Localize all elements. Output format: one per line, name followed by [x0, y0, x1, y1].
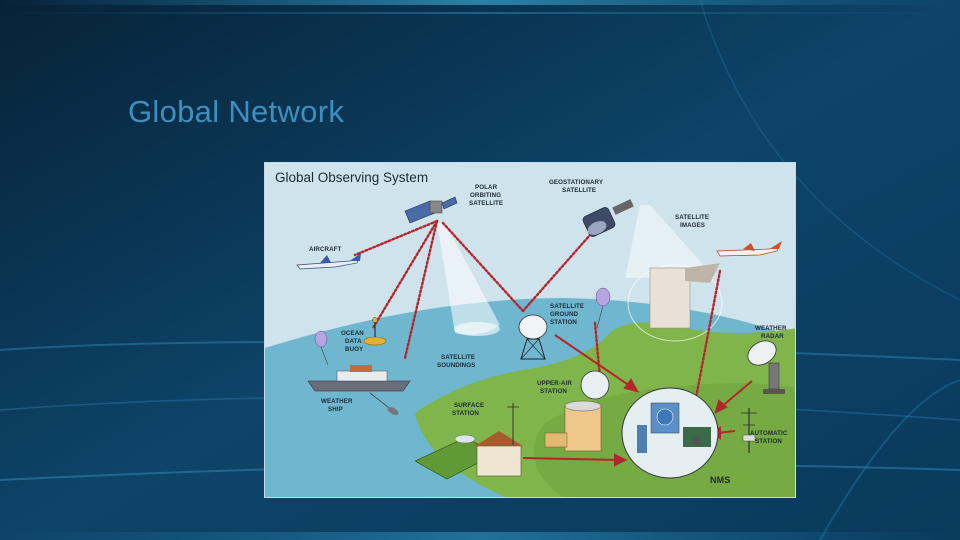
surface-station-icon — [414, 403, 523, 480]
label-satellite-soundings: SATELLITE SOUNDINGS — [437, 354, 475, 369]
label-satellite-images: SATELLITE IMAGES — [675, 214, 709, 229]
svg-text:STATION: STATION — [540, 388, 567, 395]
weather-ship-icon — [307, 365, 411, 415]
satellite-ground-station-icon — [518, 314, 548, 360]
label-surface-station: SURFACE STATION — [452, 402, 484, 417]
polar-satellite-icon — [404, 196, 458, 224]
figure-title: Global Observing System — [275, 170, 428, 185]
dotted-links — [353, 219, 722, 405]
svg-text:SATELLITE: SATELLITE — [562, 187, 596, 194]
slide-title: Global Network — [128, 94, 345, 129]
svg-text:ORBITING: ORBITING — [470, 192, 501, 199]
weather-radar-icon — [747, 340, 785, 394]
svg-text:IMAGES: IMAGES — [680, 222, 705, 229]
svg-text:GEOSTATIONARY: GEOSTATIONARY — [549, 179, 604, 186]
svg-text:SOUNDINGS: SOUNDINGS — [437, 362, 475, 369]
svg-text:STATION: STATION — [550, 319, 577, 326]
svg-text:SATELLITE: SATELLITE — [469, 200, 503, 207]
satellite-images-beam — [625, 205, 715, 278]
svg-text:BUOY: BUOY — [345, 346, 364, 353]
upper-air-balloon-icon — [595, 287, 611, 329]
label-upper-air-station: UPPER-AIR STATION — [537, 380, 572, 395]
cloud-image — [649, 267, 691, 329]
svg-text:STATION: STATION — [755, 438, 782, 445]
weather-balloon-icon — [314, 330, 329, 366]
automatic-station-icon — [741, 408, 757, 453]
svg-text:WEATHER: WEATHER — [321, 398, 353, 405]
upper-air-station-icon — [544, 370, 610, 452]
label-aircraft: AIRCRAFT — [309, 246, 342, 253]
label-ocean-data-buoy: OCEAN DATA BUOY — [341, 330, 364, 353]
global-observing-system-diagram: Global Observing System — [264, 162, 796, 498]
svg-text:SURFACE: SURFACE — [454, 402, 484, 409]
label-nms: NMS — [710, 475, 730, 485]
svg-text:SHIP: SHIP — [328, 406, 343, 413]
label-geostationary-satellite: GEOSTATIONARY SATELLITE — [549, 179, 604, 194]
svg-text:WEATHER: WEATHER — [755, 325, 787, 332]
svg-text:RADAR: RADAR — [761, 333, 784, 340]
svg-text:GROUND: GROUND — [550, 311, 579, 318]
nms-center-icon — [621, 387, 719, 479]
svg-text:SATELLITE: SATELLITE — [441, 354, 475, 361]
label-automatic-station: AUTOMATIC STATION — [750, 430, 788, 445]
aircraft-2-icon — [716, 241, 782, 257]
svg-text:OCEAN: OCEAN — [341, 330, 364, 337]
svg-text:AUTOMATIC: AUTOMATIC — [750, 430, 788, 437]
aircraft-icon — [296, 253, 361, 270]
svg-text:DATA: DATA — [345, 338, 362, 345]
svg-text:SATELLITE: SATELLITE — [550, 303, 584, 310]
label-polar-orbiting-satellite: POLAR ORBITING SATELLITE — [469, 184, 503, 207]
satellite-soundings-beam — [437, 223, 500, 335]
svg-text:STATION: STATION — [452, 410, 479, 417]
label-satellite-ground-station: SATELLITE GROUND STATION — [550, 303, 584, 326]
geostationary-satellite-icon — [582, 199, 634, 237]
ocean-data-buoy-icon — [363, 317, 387, 346]
svg-text:UPPER-AIR: UPPER-AIR — [537, 380, 572, 387]
label-weather-ship: WEATHER SHIP — [321, 398, 353, 413]
svg-text:SATELLITE: SATELLITE — [675, 214, 709, 221]
label-weather-radar: WEATHER RADAR — [755, 325, 787, 340]
svg-text:POLAR: POLAR — [475, 184, 498, 191]
